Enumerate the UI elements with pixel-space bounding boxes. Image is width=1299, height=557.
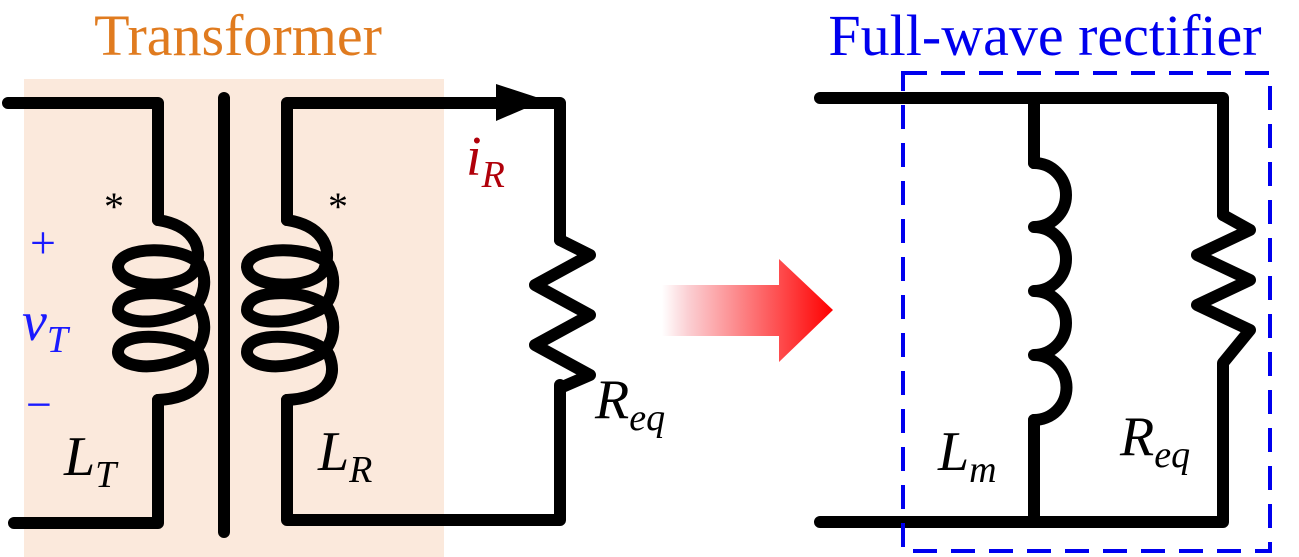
secondary-top-wire <box>281 97 566 246</box>
secondary-coil <box>241 214 340 406</box>
rectifier-dashed-box <box>901 71 1272 553</box>
resistor-left <box>529 234 596 396</box>
primary-coil <box>112 214 211 406</box>
plus-sign: + <box>30 217 56 268</box>
secondary-bottom-wire <box>281 379 566 526</box>
rectifier-title: Full-wave rectifier <box>828 3 1261 68</box>
label-Req-right: Req <box>1119 406 1190 476</box>
rectifier-bottom-wire <box>814 359 1229 528</box>
current-arrow-icon <box>496 84 545 121</box>
label-LR: LR <box>317 421 372 491</box>
label-vT: vT <box>22 291 71 361</box>
label-LT: LT <box>63 426 119 496</box>
primary-bottom-wire <box>8 394 164 529</box>
transformer-title: Transformer <box>94 3 382 68</box>
transform-arrow-icon <box>662 259 833 362</box>
inductor-lm <box>1028 157 1073 426</box>
minus-sign: − <box>26 379 52 430</box>
label-Lm: Lm <box>937 421 997 491</box>
dot-primary: * <box>104 184 124 229</box>
transformer-background <box>24 79 444 557</box>
label-iR: iR <box>466 126 505 196</box>
rectifier-top-wire <box>814 92 1229 221</box>
primary-top-wire <box>2 97 164 226</box>
label-Req-left: Req <box>594 369 665 439</box>
resistor-right <box>1191 209 1256 371</box>
dot-secondary: * <box>328 184 348 229</box>
